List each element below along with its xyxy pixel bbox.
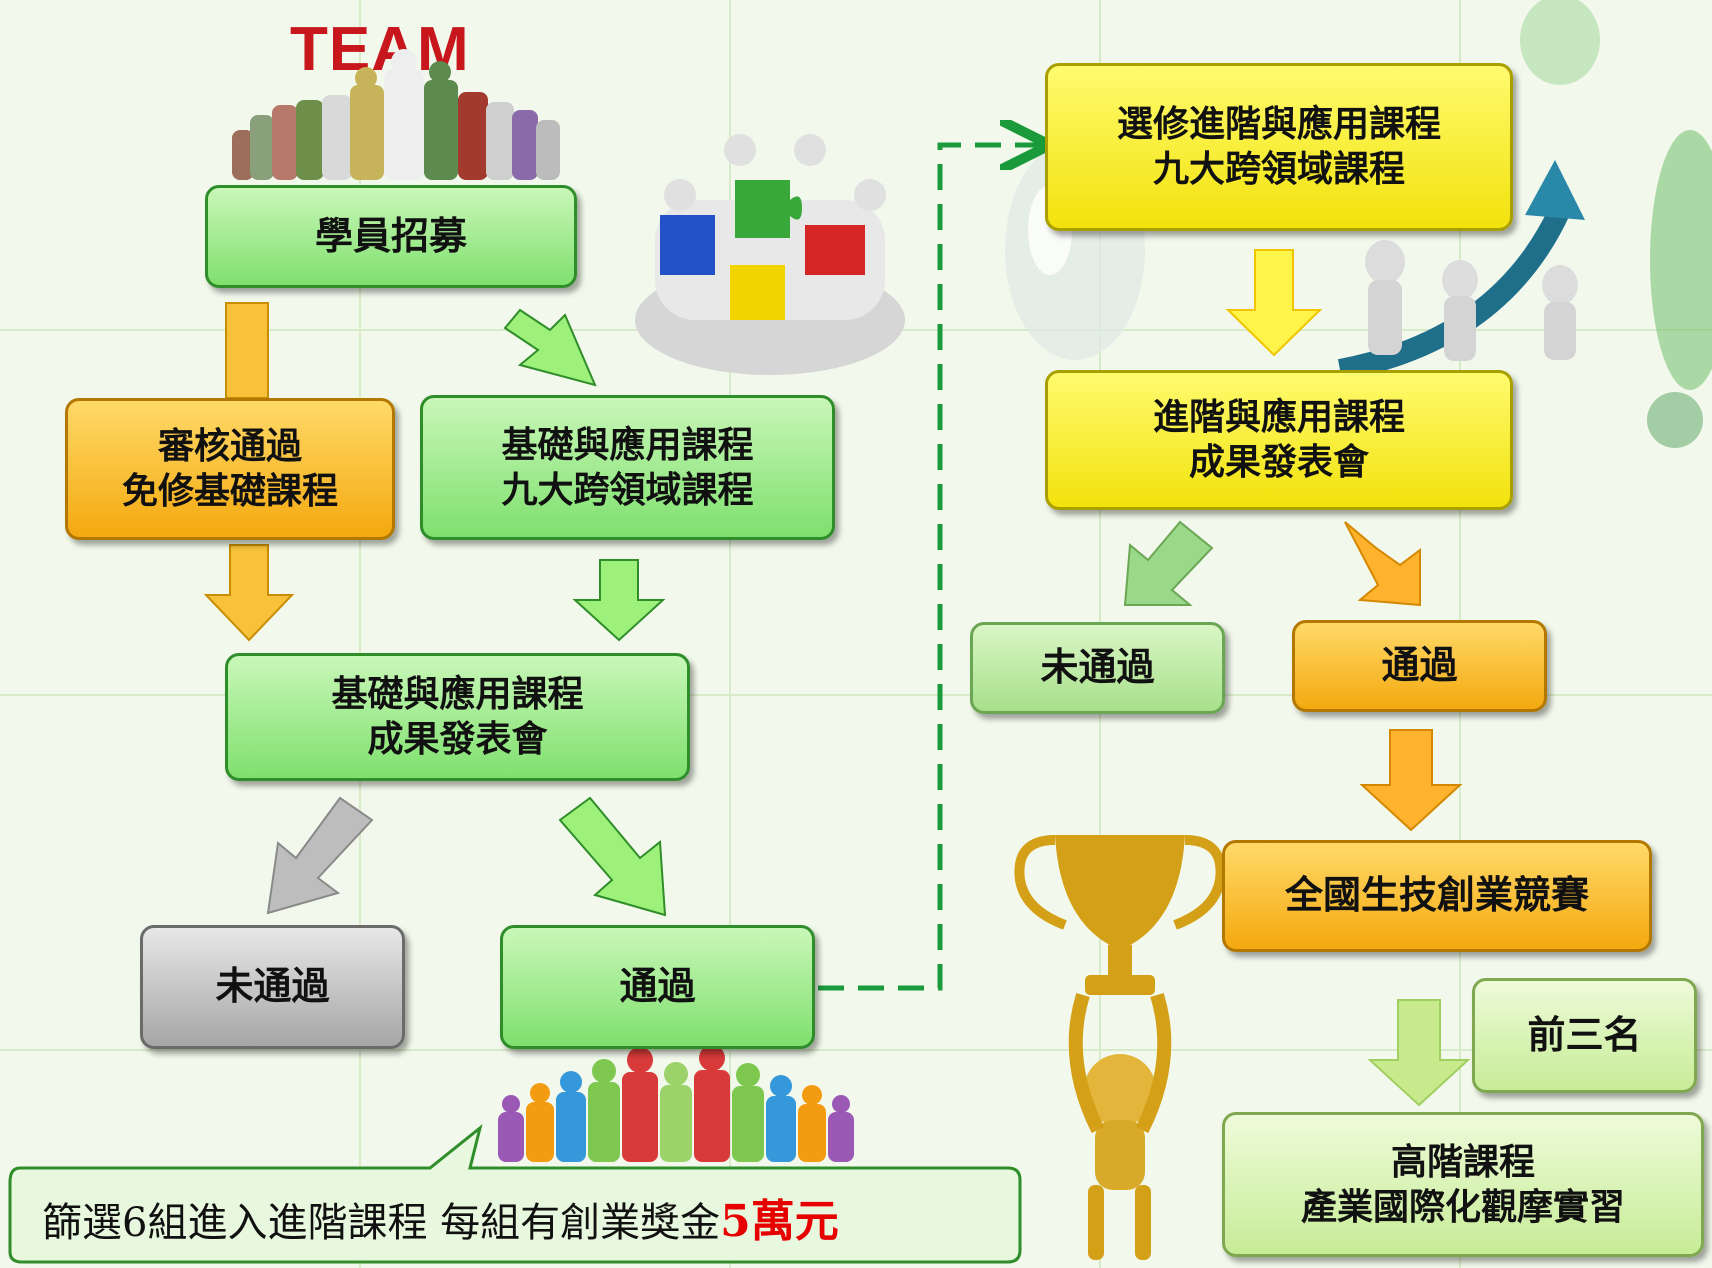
arrow-adv-fail <box>1123 520 1214 606</box>
exempt-line1: 審核通過 <box>157 426 302 467</box>
adv-present-line2: 成果發表會 <box>1188 442 1369 483</box>
top3-label: 前三名 <box>1527 1012 1642 1057</box>
competition-label: 全國生技創業競賽 <box>1284 873 1589 918</box>
adv-course-line2: 九大跨領域課程 <box>1152 149 1405 190</box>
arrow-pass-competition <box>1359 729 1463 832</box>
fail-left-label: 未通過 <box>215 964 330 1009</box>
recruit-label: 學員招募 <box>314 213 467 258</box>
arrow-exempt-present <box>203 544 295 642</box>
arrow-recruit-exempt <box>225 302 269 399</box>
arrow-adv-pass <box>1344 521 1421 607</box>
basic-course-box: 基礎與應用課程 九大跨領域課程 <box>420 395 835 540</box>
recruit-box: 學員招募 <box>205 185 577 288</box>
pass-right-label: 通過 <box>1381 643 1458 688</box>
basic-present-box: 基礎與應用課程 成果發表會 <box>225 653 690 781</box>
pass-left-label: 通過 <box>619 964 696 1009</box>
competition-box: 全國生技創業競賽 <box>1222 840 1652 952</box>
adv-course-line1: 選修進階與應用課程 <box>1116 104 1441 145</box>
basic-course-line2: 九大跨領域課程 <box>501 469 754 511</box>
top3-box: 前三名 <box>1472 978 1697 1093</box>
final-line2: 產業國際化觀摩實習 <box>1300 1186 1625 1228</box>
final-line1: 高階課程 <box>1390 1141 1535 1183</box>
callout-text: 篩選6組進入進階課程 每組有創業獎金5萬元 <box>42 1185 992 1249</box>
fail-right-box: 未通過 <box>970 622 1225 714</box>
callout-main: 篩選6組進入進階課程 每組有創業獎金 <box>42 1200 721 1246</box>
pass-left-box: 通過 <box>500 925 815 1049</box>
arrow-recruit-course <box>503 308 597 387</box>
exempt-box: 審核通過 免修基礎課程 <box>65 398 395 540</box>
arrow-competition-final <box>1367 999 1471 1107</box>
fail-left-box: 未通過 <box>140 925 405 1049</box>
callout-bubble <box>8 1124 1022 1264</box>
adv-course-box: 選修進階與應用課程 九大跨領域課程 <box>1045 63 1513 231</box>
arrow-adv-course-present <box>1225 249 1323 357</box>
dashed-connector <box>818 145 1040 991</box>
arrow-present-pass-left <box>558 796 667 917</box>
final-box: 高階課程 產業國際化觀摩實習 <box>1222 1112 1704 1257</box>
basic-course-line1: 基礎與應用課程 <box>501 424 754 466</box>
basic-present-line2: 成果發表會 <box>367 719 548 760</box>
pass-right-box: 通過 <box>1292 620 1547 712</box>
arrow-present-fail-left <box>266 796 374 915</box>
callout-highlight: 5萬元 <box>720 1196 839 1247</box>
fail-right-label: 未通過 <box>1040 645 1155 690</box>
adv-present-line1: 進階與應用課程 <box>1152 397 1405 438</box>
basic-present-line1: 基礎與應用課程 <box>331 674 584 715</box>
adv-present-box: 進階與應用課程 成果發表會 <box>1045 370 1513 510</box>
exempt-line2: 免修基礎課程 <box>121 471 338 512</box>
arrow-course-present <box>572 559 666 642</box>
